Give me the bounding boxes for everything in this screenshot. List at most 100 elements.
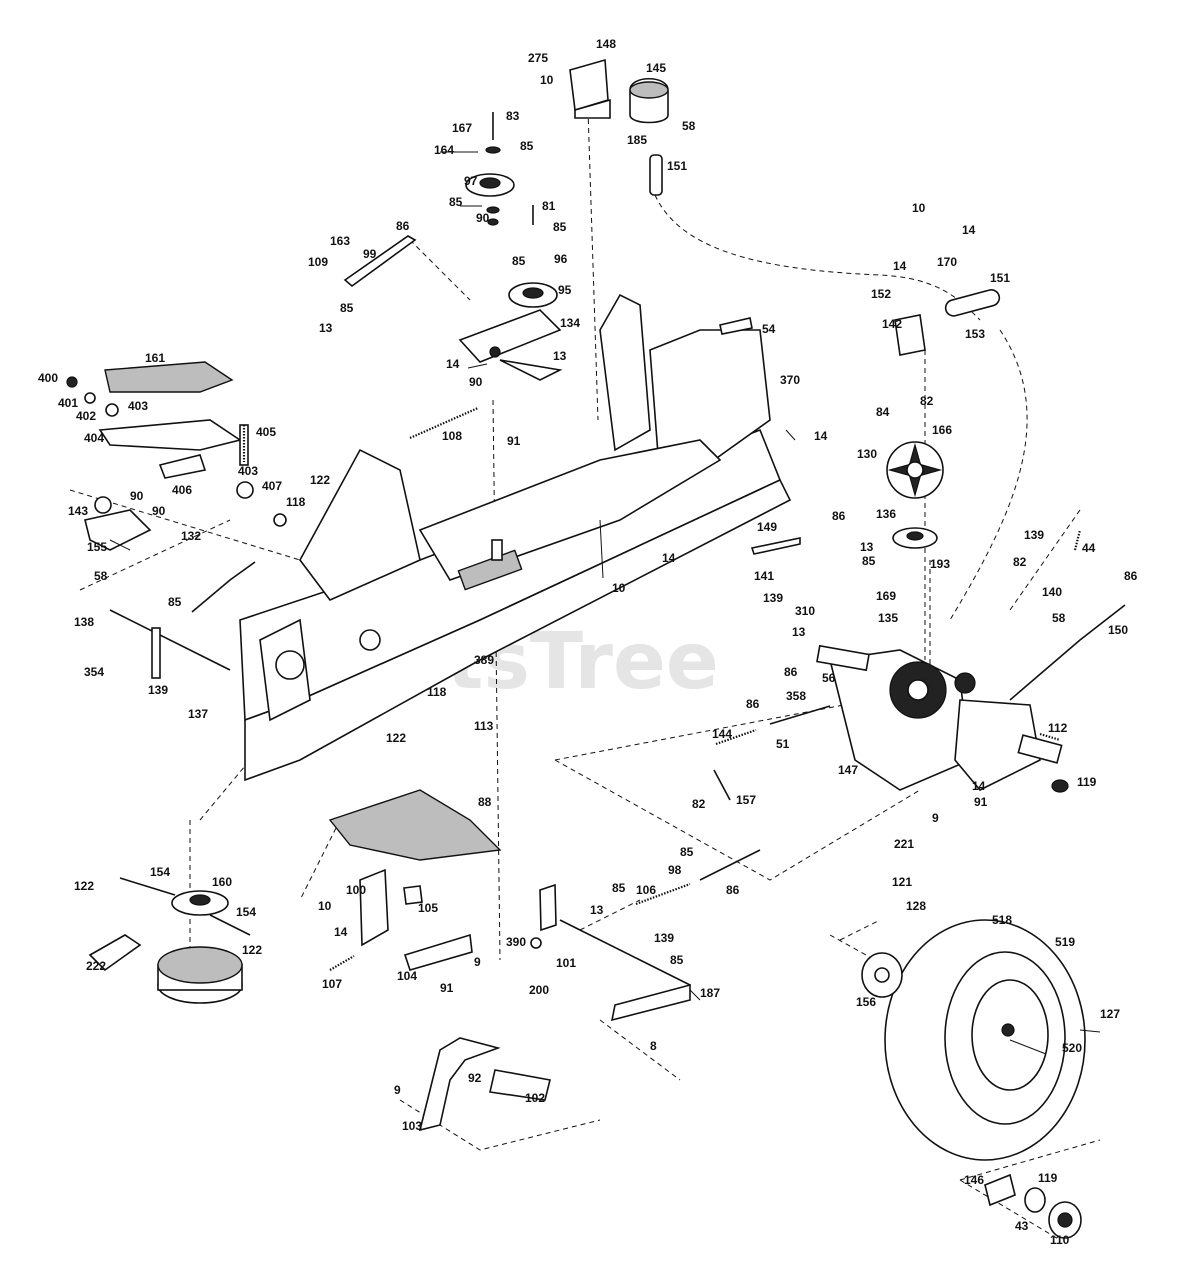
part-callout-90: 90 [469,375,483,389]
part-callout-14: 14 [446,357,460,371]
part-callout-9: 9 [932,811,939,825]
part-callout-122: 122 [74,879,94,893]
part-callout-145: 145 [646,61,666,75]
part-callout-98: 98 [668,863,682,877]
part-callout-118: 118 [427,685,447,699]
part-callout-122: 122 [310,473,330,487]
part-callout-43: 43 [1015,1219,1029,1233]
part-callout-138: 138 [74,615,94,629]
part-callout-92: 92 [468,1071,482,1085]
part-callout-185: 185 [627,133,647,147]
control-rods [109,235,1126,1022]
part-callout-14: 14 [962,223,976,237]
part-callout-90: 90 [476,211,490,225]
part-callout-85: 85 [670,953,684,967]
part-callout-85: 85 [449,195,463,209]
part-callout-149: 149 [757,520,777,534]
part-callout-91: 91 [440,981,454,995]
part-callout-82: 82 [692,797,706,811]
part-callout-107: 107 [322,977,342,991]
part-callout-154: 154 [150,865,170,879]
part-callout-166: 166 [932,423,952,437]
part-callout-85: 85 [520,139,534,153]
part-callout-85: 85 [512,254,526,268]
part-callout-58: 58 [94,569,108,583]
part-callout-91: 91 [974,795,988,809]
transmission [816,644,1069,793]
part-callout-151: 151 [667,159,687,173]
part-callout-51: 51 [776,737,790,751]
part-callout-58: 58 [682,119,696,133]
part-callout-118: 118 [286,495,306,509]
part-callout-200: 200 [529,983,549,997]
part-callout-85: 85 [553,220,567,234]
part-callout-104: 104 [397,969,417,983]
part-callout-86: 86 [1124,569,1138,583]
part-callout-10: 10 [318,899,332,913]
part-callout-139: 139 [148,683,168,697]
part-callout-14: 14 [814,429,828,443]
part-callout-108: 108 [442,429,462,443]
part-callout-519: 519 [1055,935,1075,949]
part-callouts: 2751481014558185151831678516497859081858… [38,37,1138,1247]
part-callout-13: 13 [860,540,874,554]
part-callout-370: 370 [780,373,800,387]
rear-wheel [861,919,1086,1239]
part-callout-147: 147 [838,763,858,777]
part-callout-58: 58 [1052,611,1066,625]
part-callout-10: 10 [612,581,626,595]
part-callout-13: 13 [553,349,567,363]
part-callout-141: 141 [754,569,774,583]
part-callout-10: 10 [912,201,926,215]
part-callout-400: 400 [38,371,58,385]
part-callout-84: 84 [876,405,890,419]
part-callout-155: 155 [87,540,107,554]
part-callout-99: 99 [363,247,377,261]
part-callout-401: 401 [58,396,78,410]
part-callout-112: 112 [1048,721,1068,735]
part-callout-122: 122 [386,731,406,745]
part-callout-127: 127 [1100,1007,1120,1021]
part-callout-137: 137 [188,707,208,721]
part-callout-275: 275 [528,51,548,65]
part-callout-85: 85 [340,301,354,315]
part-callout-193: 193 [930,557,950,571]
part-callout-169: 169 [876,589,896,603]
part-callout-83: 83 [506,109,520,123]
part-callout-135: 135 [878,611,898,625]
part-callout-354: 354 [84,665,104,679]
part-callout-95: 95 [558,283,572,297]
part-callout-130: 130 [857,447,877,461]
part-callout-389: 389 [474,653,494,667]
part-callout-170: 170 [937,255,957,269]
part-callout-102: 102 [525,1091,545,1105]
part-callout-520: 520 [1062,1041,1082,1055]
part-callout-139: 139 [654,931,674,945]
part-callout-86: 86 [746,697,760,711]
part-callout-152: 152 [871,287,891,301]
part-callout-403: 403 [128,399,148,413]
part-callout-154: 154 [236,905,256,919]
part-callout-86: 86 [832,509,846,523]
part-callout-103: 103 [402,1119,422,1133]
part-callout-14: 14 [893,259,907,273]
part-callout-140: 140 [1042,585,1062,599]
part-callout-9: 9 [394,1083,401,1097]
part-callout-10: 10 [540,73,554,87]
part-callout-403: 403 [238,464,258,478]
brake-pedal [418,1037,551,1132]
cooling-fan [886,289,1001,549]
part-callout-222: 222 [86,959,106,973]
part-callout-14: 14 [334,925,348,939]
tension-arm-assembly [569,58,753,335]
part-callout-86: 86 [396,219,410,233]
part-callout-109: 109 [308,255,328,269]
part-callout-390: 390 [506,935,526,949]
part-callout-406: 406 [172,483,192,497]
part-callout-100: 100 [346,883,366,897]
part-callout-44: 44 [1082,541,1096,555]
part-callout-405: 405 [256,425,276,439]
part-callout-85: 85 [862,554,876,568]
part-callout-404: 404 [84,431,104,445]
part-callout-407: 407 [262,479,282,493]
